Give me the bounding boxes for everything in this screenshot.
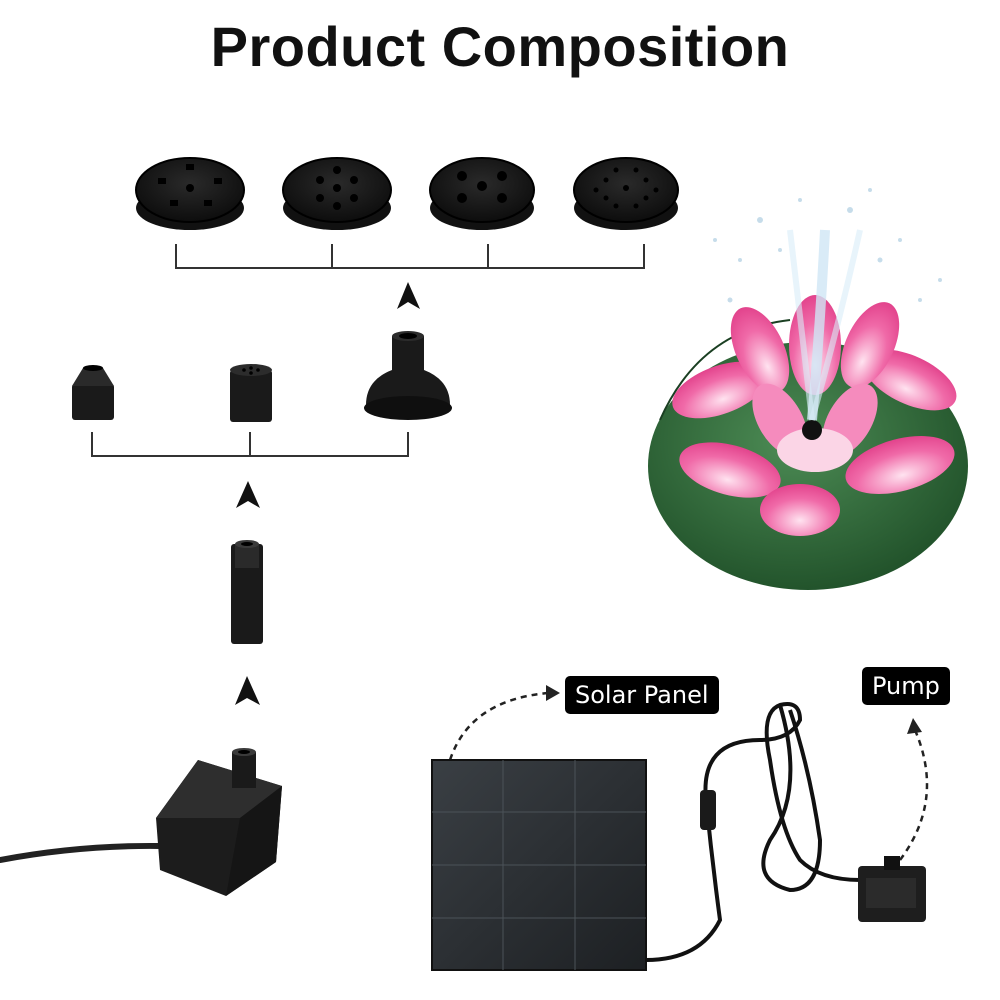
arrow-up-icon: [235, 676, 260, 705]
solar-panel: [431, 759, 647, 971]
nozzle-base-adapter: [364, 331, 452, 420]
nozzle-cap: [230, 364, 272, 422]
extension-tube: [231, 540, 263, 644]
disc-bracket: [175, 244, 645, 269]
solar-pointer-arrow: [448, 691, 549, 761]
pump-large: [0, 748, 282, 896]
solar-panel-label: Solar Panel: [565, 676, 719, 714]
pump-pointer-arrow: [898, 729, 929, 861]
nozzle-cone: [72, 365, 114, 420]
pump-cable: [645, 702, 861, 962]
arrow-up-icon: [907, 718, 922, 734]
pump-cable-loop: [761, 704, 823, 893]
page-title: Product Composition: [210, 15, 790, 78]
adapter-bracket: [91, 432, 409, 457]
cable-connector: [700, 790, 716, 830]
nozzle-disc-1: [135, 157, 245, 230]
nozzle-disc-2: [282, 157, 392, 230]
arrow-right-icon: [546, 685, 560, 701]
nozzle-disc-3: [429, 157, 535, 230]
arrow-up-icon: [236, 481, 260, 508]
pump-small: [858, 856, 926, 922]
lotus-fountain: [648, 188, 968, 590]
arrow-up-icon: [397, 282, 420, 309]
nozzle-disc-4: [573, 157, 679, 230]
pump-label: Pump: [862, 667, 950, 705]
